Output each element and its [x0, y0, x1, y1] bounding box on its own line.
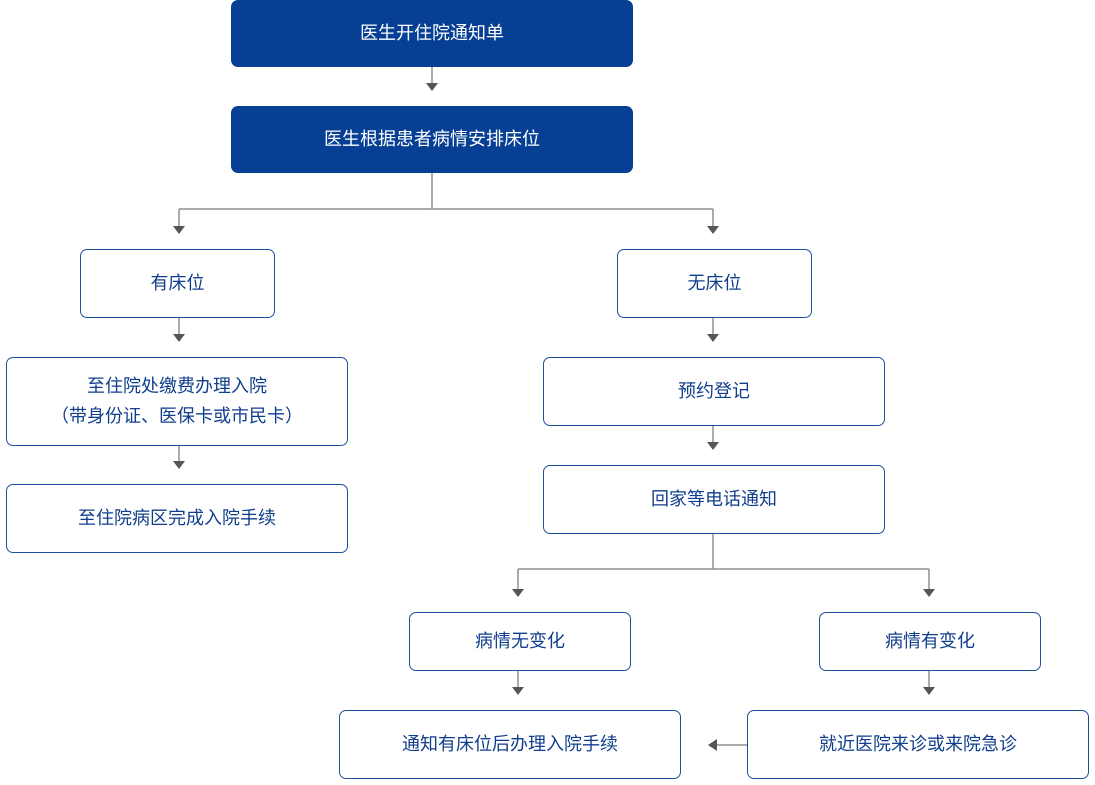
node-hospitalization-notice: 医生开住院通知单	[231, 0, 633, 67]
node-label: 医生根据患者病情安排床位	[324, 128, 540, 150]
arrow-down-icon	[707, 442, 719, 450]
arrow-left-icon	[708, 739, 717, 751]
node-label-line2: （带身份证、医保卡或市民卡）	[51, 405, 303, 427]
arrow-down-icon	[923, 589, 935, 597]
node-wait-call: 回家等电话通知	[543, 465, 885, 534]
node-admit-when-bed: 通知有床位后办理入院手续	[339, 710, 681, 779]
arrow-down-icon	[512, 589, 524, 597]
arrow-down-icon	[173, 226, 185, 234]
node-condition-changed: 病情有变化	[819, 612, 1041, 671]
arrow-down-icon	[173, 334, 185, 342]
node-label: 预约登记	[678, 380, 750, 402]
node-ward-admission: 至住院病区完成入院手续	[6, 484, 348, 553]
arrow-down-icon	[923, 687, 935, 695]
arrow-down-icon	[512, 687, 524, 695]
node-nearby-emergency: 就近医院来诊或来院急诊	[747, 710, 1089, 779]
node-label: 病情有变化	[885, 630, 975, 652]
arrow-down-icon	[707, 334, 719, 342]
node-condition-unchanged: 病情无变化	[409, 612, 631, 671]
node-label: 通知有床位后办理入院手续	[402, 733, 618, 755]
arrow-down-icon	[173, 461, 185, 469]
arrow-down-icon	[707, 226, 719, 234]
node-label: 病情无变化	[475, 630, 565, 652]
node-label: 就近医院来诊或来院急诊	[819, 733, 1017, 755]
node-pay-admission: 至住院处缴费办理入院 （带身份证、医保卡或市民卡）	[6, 357, 348, 446]
node-label-line1: 至住院处缴费办理入院	[87, 375, 267, 397]
node-no-bed: 无床位	[617, 249, 812, 318]
arrow-down-icon	[426, 83, 438, 91]
node-label: 回家等电话通知	[651, 488, 777, 510]
node-label: 有床位	[150, 272, 205, 294]
node-arrange-bed: 医生根据患者病情安排床位	[231, 106, 633, 173]
node-label: 至住院病区完成入院手续	[78, 507, 276, 529]
node-label: 医生开住院通知单	[360, 22, 504, 44]
node-label: 无床位	[687, 272, 742, 294]
node-bed-available: 有床位	[80, 249, 275, 318]
node-register: 预约登记	[543, 357, 885, 426]
